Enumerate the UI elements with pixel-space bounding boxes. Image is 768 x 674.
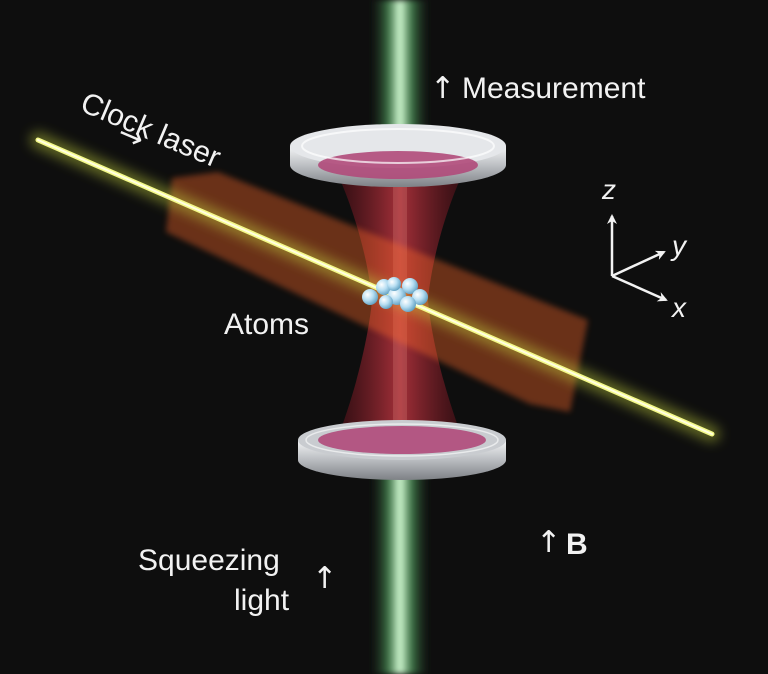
x-axis-label: x xyxy=(672,292,686,323)
measurement-arrow: ↑ xyxy=(430,71,456,106)
squeezing-label-line2: light xyxy=(234,584,290,617)
coordinate-axes xyxy=(607,214,668,302)
atoms-label: Atoms xyxy=(224,308,310,341)
bottom-mirror xyxy=(298,420,506,480)
squeezing-label-line1: Squeezing xyxy=(138,544,280,577)
b-field-label: B xyxy=(566,528,588,561)
atom-cloud xyxy=(362,277,428,312)
clock-laser-core xyxy=(37,139,713,435)
x-axis-arrow xyxy=(611,274,668,302)
top-mirror xyxy=(290,124,506,187)
z-axis-label: z xyxy=(602,174,616,205)
squeezing-beam xyxy=(370,468,430,674)
squeezing-arrow: ↑ xyxy=(312,561,338,596)
b-field-arrow: ↑ xyxy=(536,525,562,560)
measurement-label: Measurement xyxy=(462,72,646,105)
y-axis-label: y xyxy=(672,230,686,261)
y-axis-arrow xyxy=(611,250,666,278)
